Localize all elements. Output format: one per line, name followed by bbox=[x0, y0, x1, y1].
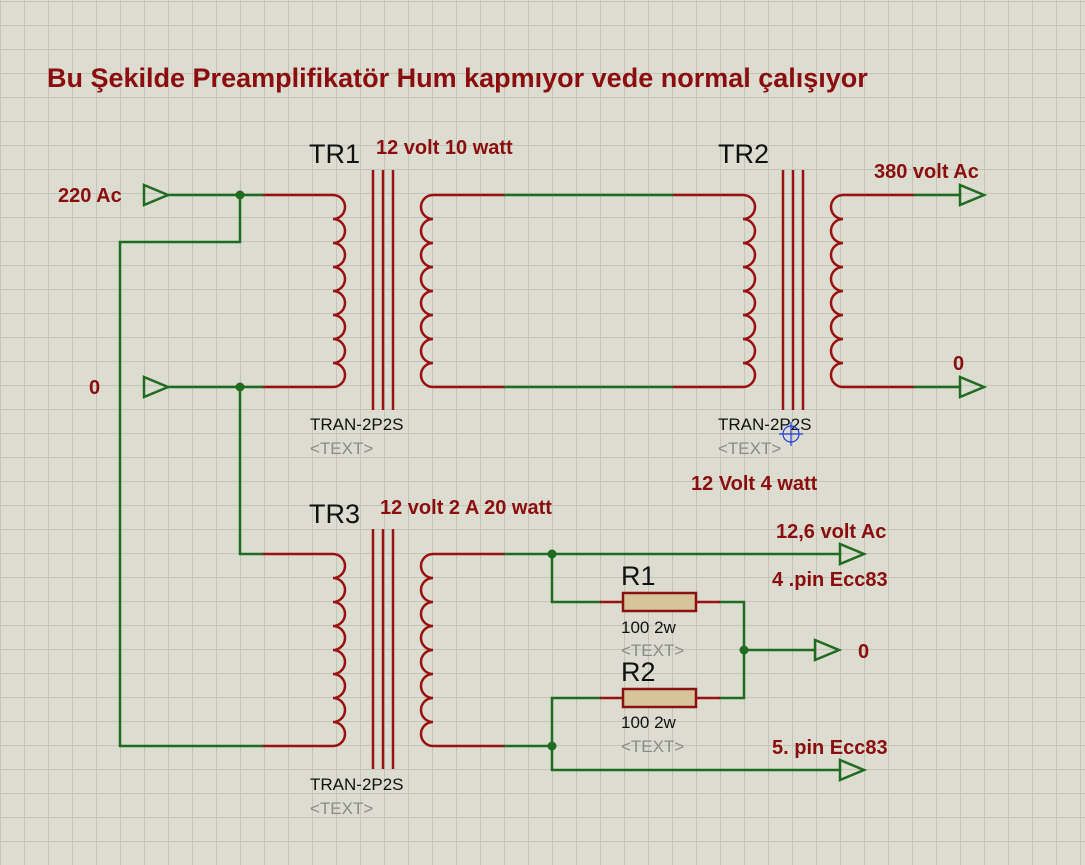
output-label-center-ground: 0 bbox=[858, 641, 869, 663]
tr3-secondary-coil bbox=[419, 552, 435, 748]
junction-dot bbox=[739, 645, 749, 655]
tr1-part-name: TRAN-2P2S bbox=[310, 415, 404, 434]
transformer-tr1[interactable] bbox=[262, 170, 505, 410]
tr3-primary-coil bbox=[331, 552, 347, 748]
tr2-rating: 12 Volt 4 watt bbox=[691, 473, 818, 495]
output-terminal-pin5[interactable] bbox=[838, 758, 868, 782]
tr2-primary-coil bbox=[741, 193, 757, 389]
tr3-ref: TR3 bbox=[309, 499, 360, 529]
junction-dot bbox=[547, 741, 557, 751]
output-terminal-center-ground[interactable] bbox=[813, 638, 843, 662]
r1-value: 100 2w bbox=[621, 618, 677, 637]
output-wiring bbox=[503, 552, 842, 772]
tr2-ref: TR2 bbox=[718, 139, 769, 169]
r2-value: 100 2w bbox=[621, 713, 677, 732]
r2-ref: R2 bbox=[621, 657, 656, 687]
transformer-tr3[interactable] bbox=[262, 529, 505, 769]
output-label-tr2-ground: 0 bbox=[953, 353, 964, 375]
junction-dot bbox=[235, 190, 245, 200]
tr1-rating: 12 volt 10 watt bbox=[376, 137, 513, 159]
output-terminal-380[interactable] bbox=[958, 183, 988, 207]
output-label-380: 380 volt Ac bbox=[874, 161, 979, 183]
tr1-text-placeholder: <TEXT> bbox=[310, 439, 373, 458]
tr3-text-placeholder: <TEXT> bbox=[310, 799, 373, 818]
input-terminal-ground[interactable] bbox=[142, 375, 172, 399]
tr1-primary-coil bbox=[331, 193, 347, 389]
junction-dot bbox=[235, 382, 245, 392]
tr2-part-name: TRAN-2P2S bbox=[718, 415, 812, 434]
input-wiring bbox=[118, 193, 674, 748]
r1-ref: R1 bbox=[621, 561, 656, 591]
resistor-r2[interactable] bbox=[600, 687, 720, 709]
tr1-secondary-coil bbox=[419, 193, 435, 389]
r1-text-placeholder: <TEXT> bbox=[621, 641, 684, 660]
r2-text-placeholder: <TEXT> bbox=[621, 737, 684, 756]
transformer-tr2[interactable] bbox=[672, 170, 915, 410]
junction-dot bbox=[547, 549, 557, 559]
input-terminal-220[interactable] bbox=[142, 183, 172, 207]
output-label-pin4: 4 .pin Ecc83 bbox=[772, 569, 888, 591]
output-terminal-heater[interactable] bbox=[838, 542, 868, 566]
output-terminal-tr2-ground[interactable] bbox=[958, 375, 988, 399]
tr1-ref: TR1 bbox=[309, 139, 360, 169]
input-label-220: 220 Ac bbox=[58, 185, 122, 207]
input-label-ground: 0 bbox=[89, 377, 100, 399]
schematic-title: Bu Şekilde Preamplifikatör Hum kapmıyor … bbox=[47, 63, 868, 93]
resistor-r1[interactable] bbox=[600, 591, 720, 613]
output-label-pin5: 5. pin Ecc83 bbox=[772, 737, 888, 759]
crosshair-cursor-icon bbox=[779, 422, 803, 446]
tr2-secondary-coil bbox=[829, 193, 845, 389]
tr2-text-placeholder: <TEXT> bbox=[718, 439, 781, 458]
output-label-heater: 12,6 volt Ac bbox=[776, 521, 886, 543]
tr3-rating: 12 volt 2 A 20 watt bbox=[380, 497, 552, 519]
tr3-part-name: TRAN-2P2S bbox=[310, 775, 404, 794]
